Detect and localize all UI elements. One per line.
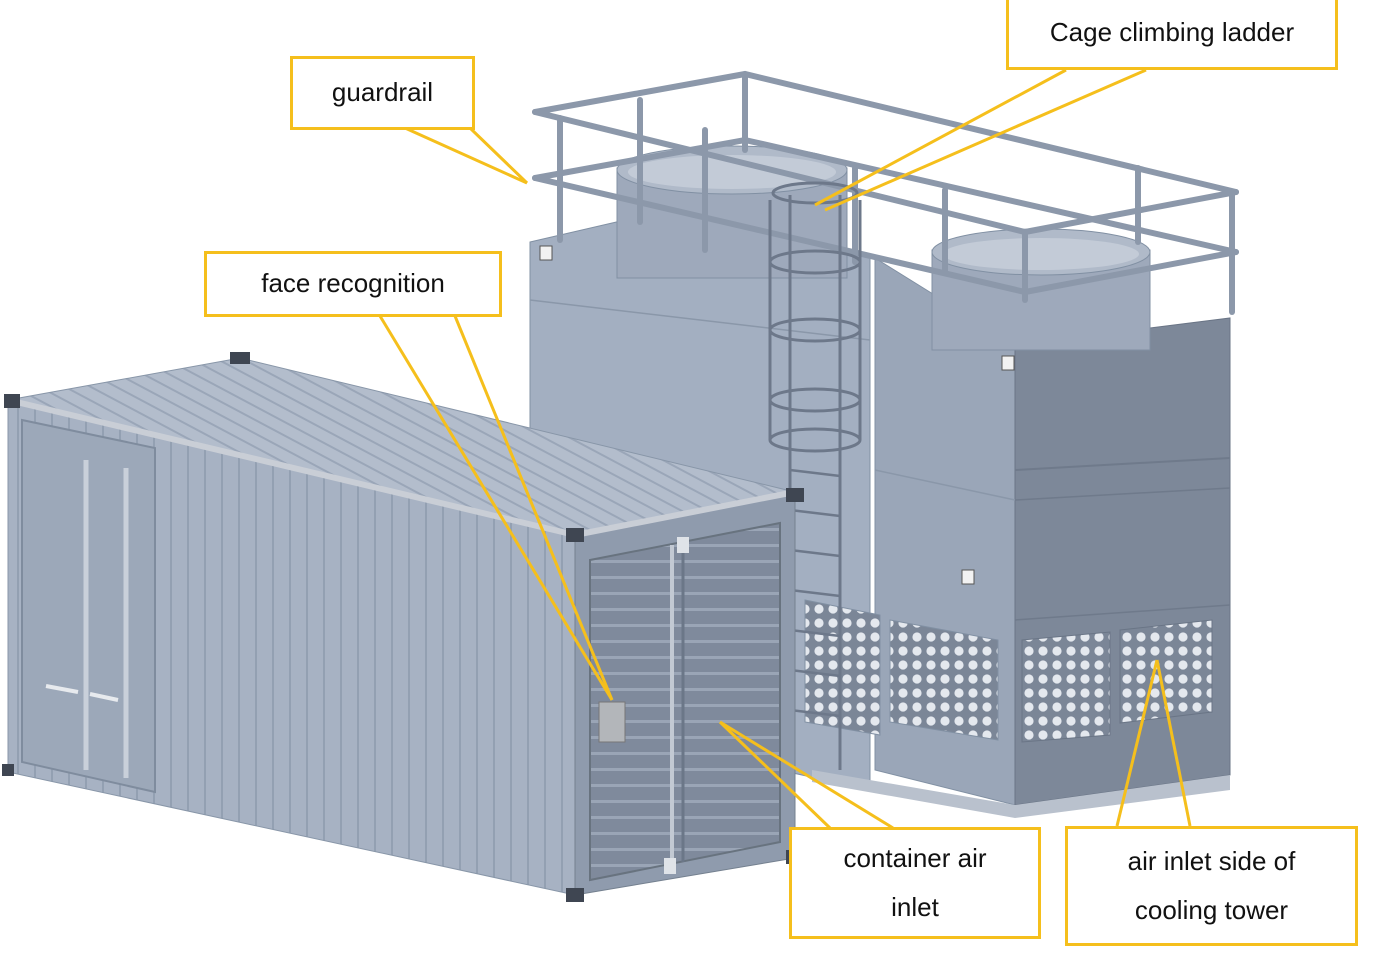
fan-cylinder-icon — [616, 145, 848, 279]
guardrail-structure — [532, 70, 1239, 315]
callout-guardrail: guardrail — [290, 56, 475, 130]
callout-cage-climbing-ladder: Cage climbing ladder — [1006, 0, 1338, 70]
container-air-inlet-louvers — [589, 521, 781, 882]
callout-label-line-1: air inlet side of — [1127, 845, 1296, 876]
leader-lines — [378, 68, 1192, 830]
callout-label: guardrail — [331, 77, 434, 108]
door-latch-icon — [45, 684, 119, 702]
tower-side-inlet-2 — [1119, 619, 1213, 724]
callout-label: face recognition — [261, 268, 445, 299]
hinge-icon — [664, 537, 689, 874]
container — [2, 352, 804, 902]
tower-front-inlet-1 — [889, 619, 999, 741]
callout-label-line-1: container air — [843, 842, 987, 873]
callout-label-line-2: inlet — [891, 892, 939, 922]
callout-face-recognition: face recognition — [204, 251, 502, 317]
face-recognition-panel — [598, 701, 626, 743]
figure-caption — [300, 962, 1160, 978]
callout-label: Cage climbing ladder — [1049, 17, 1295, 48]
tower-front-inlet-2 — [804, 599, 881, 736]
fan-cylinder-icon — [931, 228, 1151, 351]
callout-cooling-tower-air-inlet: air inlet side of cooling tower — [1065, 826, 1358, 946]
callout-container-air-inlet: container air inlet — [789, 827, 1041, 939]
callout-label-line-2: cooling tower — [1134, 895, 1289, 925]
tower-side-inlet-1 — [1021, 631, 1111, 743]
tower-base — [812, 770, 1230, 818]
